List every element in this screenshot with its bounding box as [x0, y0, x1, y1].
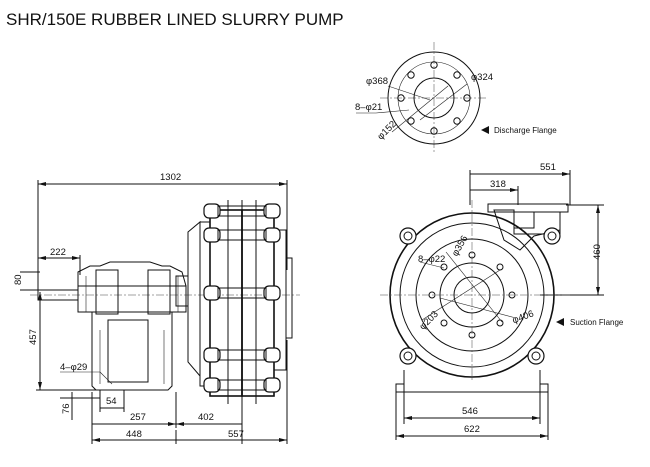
dim-54: 54 — [106, 396, 117, 407]
pump-pedestal — [91, 312, 173, 391]
front-view: 551 318 460 — [380, 162, 624, 440]
dim-546: 546 — [462, 406, 478, 417]
dim-318: 318 — [490, 179, 506, 190]
discharge-bolt-holes — [397, 61, 471, 135]
dim-448: 448 — [126, 429, 142, 440]
drawing-title: SHR/150E RUBBER LINED SLURRY PUMP — [6, 10, 344, 29]
discharge-arrow-icon — [481, 126, 489, 134]
casing-lugs — [399, 227, 561, 365]
side-view: 1302 222 80 457 — [13, 172, 300, 444]
dim-1302: 1302 — [160, 172, 181, 183]
dim-222: 222 — [50, 247, 66, 258]
dim-discharge-holes: 8–φ21 — [355, 102, 382, 113]
dim-557: 557 — [228, 429, 244, 440]
dim-80: 80 — [13, 274, 24, 285]
suction-flange-side — [285, 257, 293, 339]
front-base — [395, 370, 549, 393]
dim-suction-holes: 8–φ22 — [418, 254, 445, 265]
casing-bolts — [203, 203, 281, 393]
discharge-flange-view: φ368 φ324 8–φ21 φ152 Discharge Flange — [355, 42, 557, 152]
discharge-flange-label: Discharge Flange — [494, 126, 557, 135]
dim-622: 622 — [464, 424, 480, 435]
suction-flange-label: Suction Flange — [570, 318, 624, 327]
dim-phi406: φ406 — [511, 308, 535, 326]
dim-phi324: φ324 — [471, 72, 493, 83]
dim-257: 257 — [130, 412, 146, 423]
dim-76: 76 — [61, 403, 72, 414]
dim-phi203: φ203 — [417, 309, 440, 332]
suction-arrow-icon — [556, 318, 564, 326]
dim-551: 551 — [540, 162, 556, 173]
dim-phi368: φ368 — [366, 76, 388, 87]
dim-phi356: φ356 — [450, 234, 471, 259]
dim-402: 402 — [198, 412, 214, 423]
discharge-bore — [413, 77, 455, 119]
dim-base-holes: 4–φ29 — [60, 362, 87, 373]
frame-plate — [187, 220, 201, 378]
discharge-flange-outer — [387, 51, 481, 145]
dim-457: 457 — [28, 329, 39, 345]
dim-460: 460 — [592, 244, 603, 260]
